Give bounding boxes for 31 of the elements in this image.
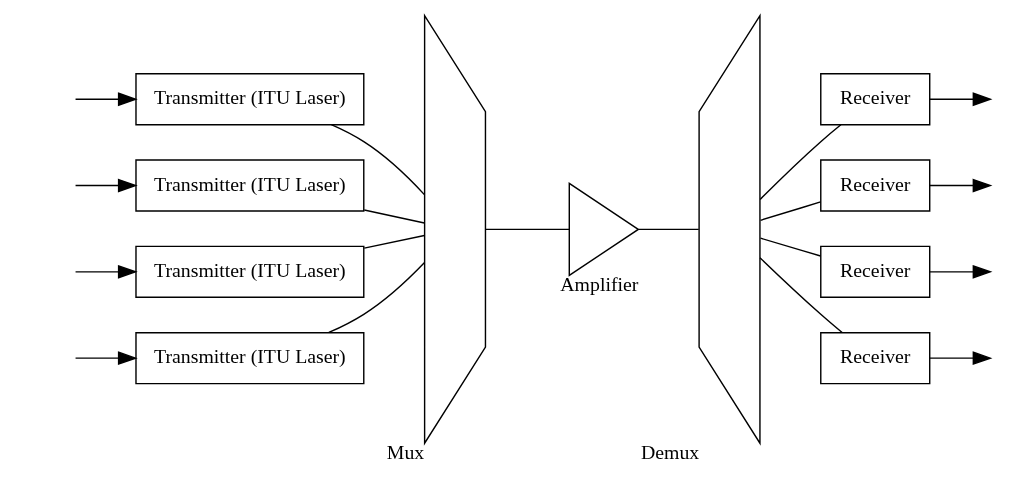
connector <box>759 256 843 333</box>
connector <box>363 208 426 224</box>
node-box <box>423 12 487 446</box>
arrow <box>74 178 138 192</box>
connector <box>484 228 570 230</box>
arrow <box>929 350 993 365</box>
node-box <box>698 12 761 446</box>
arrow <box>929 264 993 279</box>
connector <box>759 200 822 221</box>
connector <box>759 123 842 200</box>
node-label: Mux <box>386 440 425 463</box>
node-box: Transmitter (ITU Laser) <box>135 245 365 298</box>
arrow <box>74 264 138 279</box>
node-label: Demux <box>640 440 700 463</box>
connector <box>330 123 426 195</box>
node-box: Transmitter (ITU Laser) <box>135 72 365 125</box>
node-box: Receiver <box>820 72 931 125</box>
arrow <box>74 91 138 106</box>
node-box: Transmitter (ITU Laser) <box>135 331 365 384</box>
node-box: Receiver <box>820 158 931 212</box>
connector <box>637 228 700 230</box>
node-label: Amplifier <box>560 272 639 295</box>
node-box: Transmitter (ITU Laser) <box>135 158 365 212</box>
arrow <box>929 91 993 106</box>
node-box: Receiver <box>820 331 931 384</box>
arrow <box>74 350 138 365</box>
connector <box>363 234 426 249</box>
connector <box>328 261 426 333</box>
node-box: Receiver <box>820 245 931 298</box>
connector <box>759 237 822 257</box>
arrow <box>929 178 993 192</box>
